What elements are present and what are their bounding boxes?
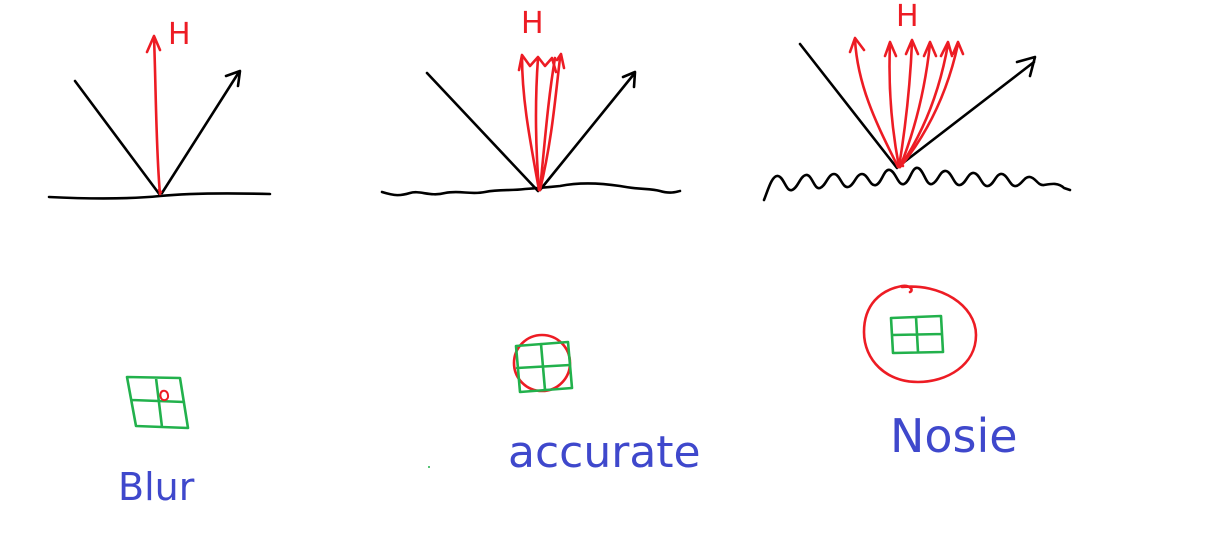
sample-circle-small bbox=[159, 389, 170, 402]
half-vector-arrow-2 bbox=[534, 56, 541, 192]
sample-circle-large bbox=[862, 284, 978, 384]
panel-rough: H bbox=[762, 0, 1072, 202]
footprint-noise: Nosie bbox=[862, 284, 1018, 463]
half-vector-arrow-4 bbox=[538, 56, 562, 192]
surface-line-jagged bbox=[762, 166, 1072, 202]
half-vector-arrow-2 bbox=[888, 42, 901, 169]
half-vector-arrow bbox=[152, 35, 162, 196]
red-dot bbox=[157, 188, 163, 194]
half-vector-label: H bbox=[896, 0, 919, 34]
caption-blur: Blur bbox=[118, 465, 195, 509]
half-vector-arrow-1 bbox=[853, 38, 900, 169]
half-vector-arrowheads bbox=[848, 36, 965, 58]
caption-noise: Nosie bbox=[890, 409, 1018, 463]
half-vector-arrow-3 bbox=[538, 56, 557, 192]
half-vector-arrowhead bbox=[145, 34, 162, 54]
reflected-ray-arrowhead bbox=[1015, 55, 1037, 78]
half-vector-arrow-5 bbox=[898, 42, 950, 169]
footprint-blur: Blur bbox=[118, 375, 195, 509]
incident-ray bbox=[425, 71, 540, 193]
half-vector-arrow-3 bbox=[897, 40, 914, 169]
reflected-ray-arrowhead bbox=[621, 70, 637, 89]
reflected-ray bbox=[897, 60, 1036, 168]
incident-ray bbox=[73, 79, 162, 197]
half-vector-arrow-4 bbox=[898, 42, 932, 169]
pixel-grid bbox=[514, 340, 574, 394]
incident-ray bbox=[798, 42, 899, 170]
red-dot bbox=[898, 161, 905, 168]
reflected-ray-arrowhead bbox=[224, 69, 242, 88]
half-vector-arrow-1 bbox=[520, 54, 541, 192]
stray-dot bbox=[428, 466, 430, 468]
reflected-ray bbox=[538, 72, 636, 192]
surface-line-wavy bbox=[380, 182, 682, 197]
pixel-grid bbox=[889, 314, 945, 355]
half-vector-arrow-6 bbox=[899, 42, 960, 168]
pixel-grid bbox=[125, 375, 190, 430]
reflected-ray bbox=[160, 70, 241, 195]
panel-smooth: H bbox=[47, 17, 272, 200]
half-vector-label: H bbox=[521, 6, 544, 41]
half-vector-arrowheads bbox=[517, 52, 566, 74]
half-vector-label: H bbox=[168, 17, 191, 52]
footprint-accurate: accurate bbox=[508, 333, 701, 478]
caption-accurate: accurate bbox=[508, 427, 701, 478]
panel-medium: H bbox=[380, 6, 682, 197]
